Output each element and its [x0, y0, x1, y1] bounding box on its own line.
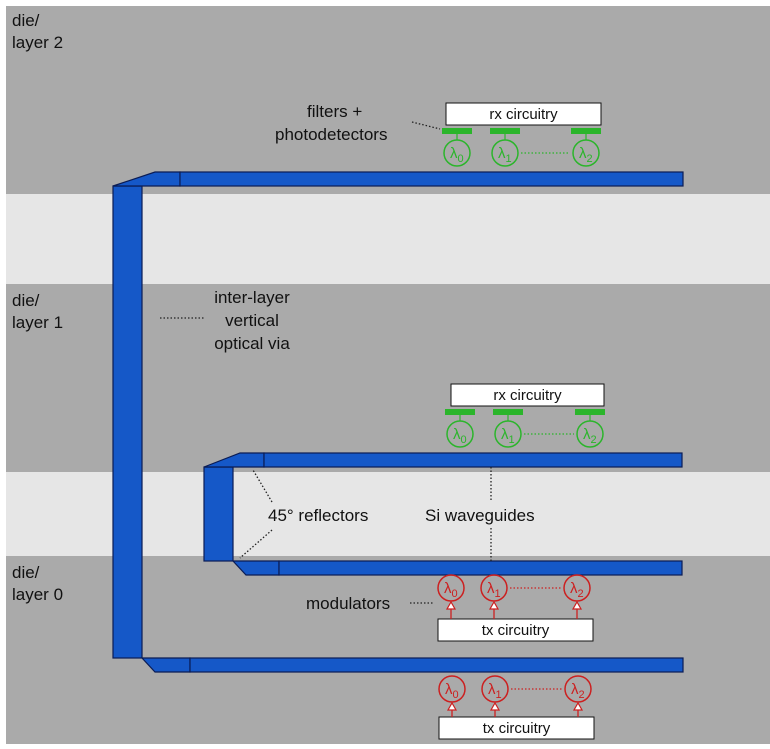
via-label-line3: optical via	[214, 334, 290, 353]
drive-arrow-head	[488, 600, 500, 610]
filter-bar	[571, 128, 601, 134]
wavelength-label: λ1	[501, 426, 515, 446]
drive-arrow-head	[572, 701, 584, 711]
leader-lines	[160, 121, 492, 604]
reflectors-label: 45° reflectors	[268, 506, 368, 525]
layer-1-label-line1: die/	[12, 291, 40, 310]
via-label-line2: vertical	[225, 311, 279, 330]
waveguide-layer-2	[179, 171, 684, 187]
modulator-lambda-1: λ1	[480, 574, 508, 619]
tx-circuitry-box-bottom: tx circuitry	[438, 716, 595, 740]
drive-arrow-head	[489, 701, 501, 711]
photodetector-ring	[576, 420, 604, 448]
layer-0-label-line1: die/	[12, 563, 40, 582]
wavelength-label: λ2	[571, 681, 585, 701]
modulator-ring	[480, 574, 508, 602]
wavelength-label: λ2	[583, 426, 597, 446]
optical-structures	[112, 171, 684, 673]
drive-arrow-head	[571, 600, 583, 610]
modulator-lambda-0: λ0	[437, 574, 465, 619]
short-optical-via	[203, 466, 234, 562]
waveguide-layer-0-upper	[278, 560, 683, 576]
reflector-leader-bottom	[239, 529, 273, 559]
modulator-lambda-1: λ1	[481, 675, 509, 717]
wavelength-label: λ0	[453, 426, 467, 446]
photodetector-ring	[491, 139, 519, 167]
tx-circuitry-box-mid: tx circuitry	[437, 618, 594, 642]
photodetector-lambda-0: λ0	[445, 409, 475, 448]
reflector-leader-top	[252, 469, 273, 503]
photodetector-ring	[443, 139, 471, 167]
wavelength-label: λ0	[450, 145, 464, 165]
modulator-ring	[564, 675, 592, 703]
photodetector-lambda-2: λ2	[575, 409, 605, 448]
modulator-lambda-0: λ0	[438, 675, 466, 717]
waveguides-label: Si waveguides	[425, 506, 535, 525]
photodetector-ring	[494, 420, 522, 448]
rx-circuitry-box-top: rx circuitry	[445, 102, 602, 126]
layer-1-label-line2: layer 1	[12, 313, 63, 332]
rx-circuitry-mid-label: rx circuitry	[493, 387, 562, 404]
modulator-ring	[563, 574, 591, 602]
photodetector-lambda-0: λ0	[442, 128, 472, 167]
drive-arrow-head	[446, 701, 458, 711]
filter-bar	[442, 128, 472, 134]
filters-leader	[411, 121, 441, 130]
photodetector-row-layer-2: λ0 λ1 λ2	[442, 128, 601, 167]
photodetector-ring	[446, 420, 474, 448]
photodetector-lambda-2: λ2	[571, 128, 601, 167]
modulator-lambda-2: λ2	[563, 574, 591, 619]
die-layer-2-band	[6, 6, 770, 194]
wavelength-label: λ0	[445, 681, 459, 701]
tx-circuitry-bottom-label: tx circuitry	[483, 720, 551, 737]
wavelength-label: λ1	[498, 145, 512, 165]
wavelength-label: λ2	[579, 145, 593, 165]
rx-circuitry-box-mid: rx circuitry	[450, 383, 605, 407]
via-label-line1: inter-layer	[214, 288, 290, 307]
waveguide-layer-1	[263, 452, 683, 468]
modulators-label: modulators	[306, 594, 390, 613]
photodetector-ring	[572, 139, 600, 167]
filter-bar	[490, 128, 520, 134]
filter-bar	[575, 409, 605, 415]
modulator-ring	[438, 675, 466, 703]
wavelength-label: λ0	[444, 580, 458, 600]
filter-bar	[445, 409, 475, 415]
rx-circuitry-top-label: rx circuitry	[489, 106, 558, 123]
inter-layer-vertical-optical-via	[112, 185, 143, 659]
drive-arrow-head	[445, 600, 457, 610]
wavelength-label: λ1	[488, 681, 502, 701]
filters-label-line1: filters +	[307, 102, 362, 121]
wavelength-label: λ2	[570, 580, 584, 600]
layer-2-label-line1: die/	[12, 11, 40, 30]
photodetector-row-layer-1: λ0 λ1 λ2	[445, 409, 605, 448]
filter-bar	[493, 409, 523, 415]
layer-0-label-line2: layer 0	[12, 585, 63, 604]
modulator-ring	[481, 675, 509, 703]
modulator-lambda-2: λ2	[564, 675, 592, 717]
wavelength-label: λ1	[487, 580, 501, 600]
modulator-row-layer-0-lower: λ0 λ1 λ2	[438, 675, 592, 717]
photodetector-lambda-1: λ1	[493, 409, 523, 448]
waveguide-layer-0	[189, 657, 684, 673]
layer-2-label-line2: layer 2	[12, 33, 63, 52]
photodetector-lambda-1: λ1	[490, 128, 520, 167]
modulator-ring	[437, 574, 465, 602]
tx-circuitry-mid-label: tx circuitry	[482, 622, 550, 639]
modulator-row-layer-0-upper: λ0 λ1 λ2	[437, 574, 591, 619]
filters-label-line2: photodetectors	[275, 125, 387, 144]
